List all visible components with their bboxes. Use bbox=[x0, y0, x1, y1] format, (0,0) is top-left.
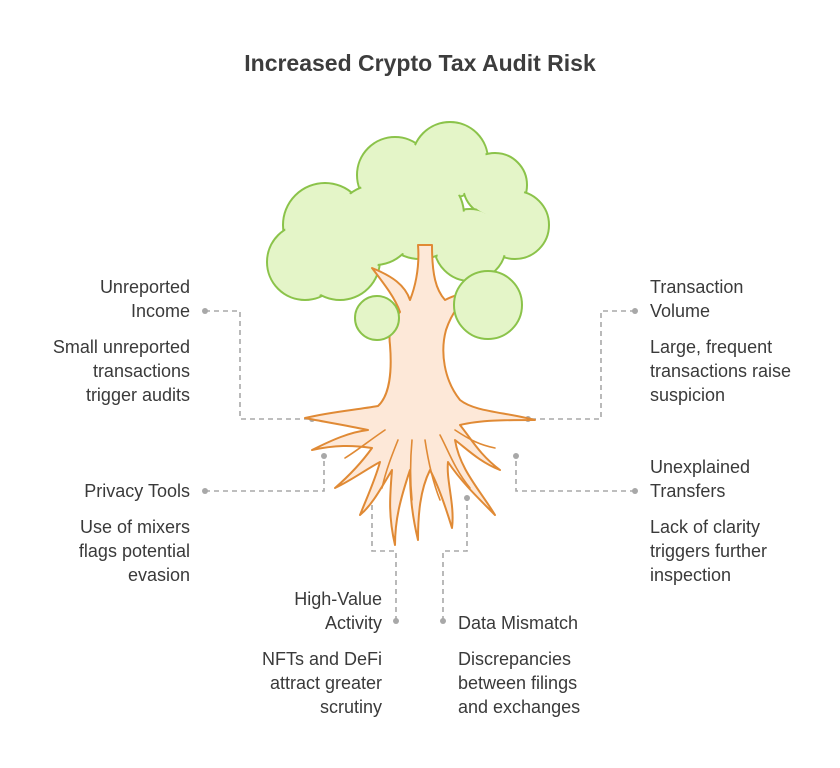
factor-description: Large, frequent transactions raise suspi… bbox=[650, 337, 792, 405]
factor-description: Lack of clarity triggers further inspect… bbox=[650, 517, 768, 585]
factor-description: Use of mixers flags potential evasion bbox=[78, 517, 190, 585]
factor-heading: Transaction Volume bbox=[650, 277, 744, 321]
connector-lines bbox=[205, 310, 635, 621]
connector-unexplained-transfers bbox=[515, 456, 635, 492]
factor-transaction-volume: Transaction Volume Large, frequent trans… bbox=[650, 275, 791, 407]
factor-heading: High-Value Activity bbox=[294, 589, 382, 633]
foliage-clump-right bbox=[453, 270, 523, 340]
connector-unreported-income bbox=[205, 310, 312, 420]
factor-description: Small unreported transactions trigger au… bbox=[52, 337, 190, 405]
connector-high-value-activity bbox=[371, 498, 397, 621]
factor-heading: Data Mismatch bbox=[458, 613, 579, 633]
factor-heading: Unreported Income bbox=[99, 277, 190, 321]
factor-description: Discrepancies between filings and exchan… bbox=[458, 649, 581, 717]
factor-unreported-income: Unreported Income Small unreported trans… bbox=[53, 275, 190, 407]
factor-data-mismatch: Data Mismatch Discrepancies between fili… bbox=[458, 611, 580, 719]
factor-unexplained-transfers: Unexplained Transfers Lack of clarity tr… bbox=[650, 455, 767, 587]
factor-privacy-tools: Privacy Tools Use of mixers flags potent… bbox=[79, 479, 190, 587]
connector-privacy-tools bbox=[205, 456, 325, 492]
connector-transaction-volume bbox=[528, 310, 635, 420]
connector-data-mismatch bbox=[442, 498, 468, 621]
factor-heading: Unexplained Transfers bbox=[650, 457, 751, 501]
diagram-title: Increased Crypto Tax Audit Risk bbox=[244, 50, 596, 76]
foliage-clump-left bbox=[354, 295, 400, 341]
tree-trunk bbox=[304, 244, 536, 546]
factor-high-value-activity: High-Value Activity NFTs and DeFi attrac… bbox=[262, 587, 382, 719]
factor-heading: Privacy Tools bbox=[84, 481, 190, 501]
factor-description: NFTs and DeFi attract greater scrutiny bbox=[261, 649, 382, 717]
